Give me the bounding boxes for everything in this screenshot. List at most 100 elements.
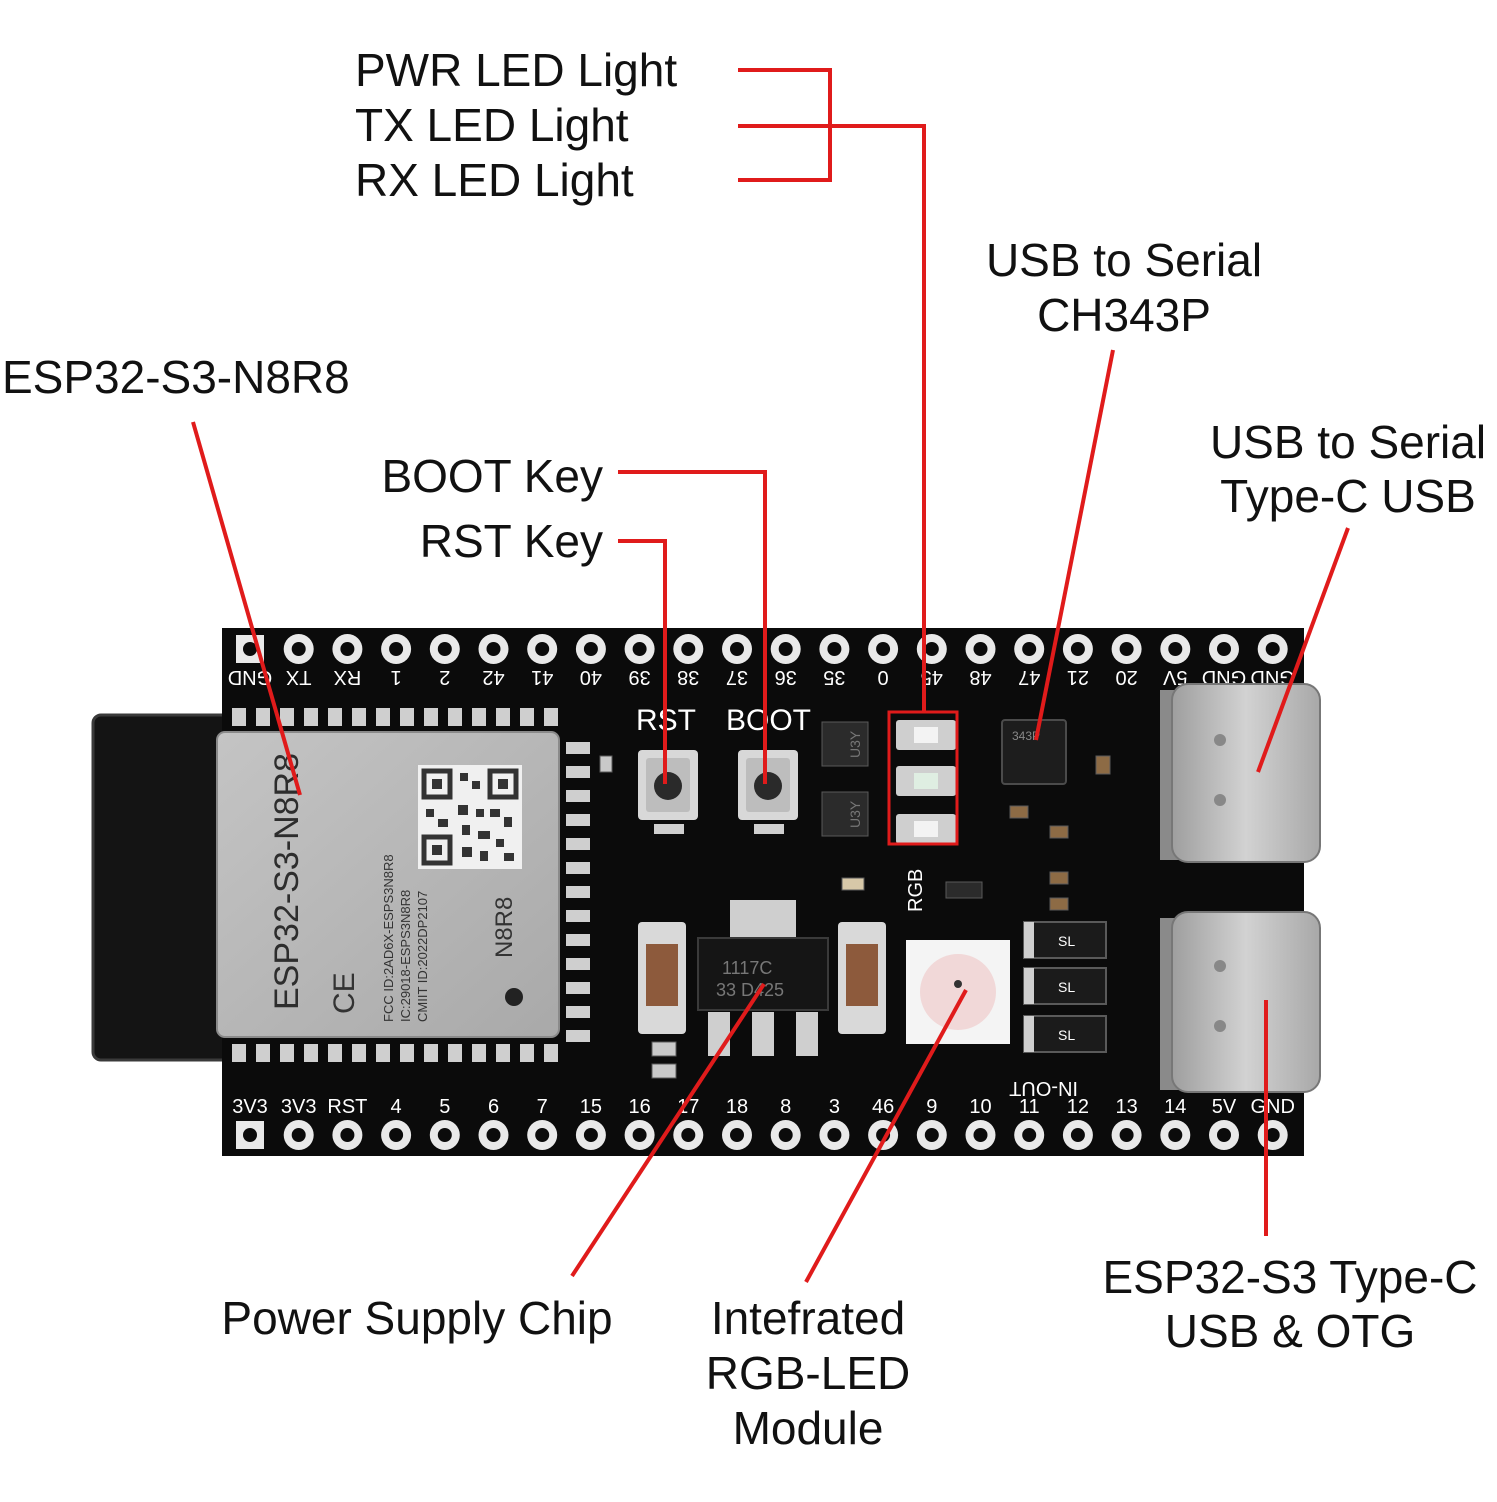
label-rgb-3: Module bbox=[733, 1402, 884, 1454]
header-hole bbox=[243, 1128, 257, 1142]
label-power-chip: Power Supply Chip bbox=[221, 1292, 612, 1344]
header-hole bbox=[730, 1128, 744, 1142]
module-pad bbox=[566, 1006, 590, 1018]
bottom-pin-label: 3 bbox=[829, 1096, 840, 1118]
header-hole bbox=[973, 1128, 988, 1142]
usb-c-serial-port[interactable] bbox=[1160, 683, 1321, 863]
bottom-pin-label: 16 bbox=[628, 1096, 650, 1118]
module-pad bbox=[448, 708, 462, 726]
header-hole bbox=[583, 1128, 598, 1142]
esp32-module: ESP32-S3-N8R8 FCC ID:2AD6X-ESPS3N8R8 IC:… bbox=[216, 731, 560, 1038]
boot-silk: BOOT bbox=[726, 704, 811, 737]
label-module: ESP32-S3-N8R8 bbox=[2, 351, 350, 403]
module-pad bbox=[448, 1044, 462, 1062]
module-pad bbox=[496, 1044, 510, 1062]
regulator-line-1: 1117C bbox=[722, 958, 772, 978]
svg-text:SL: SL bbox=[1058, 1027, 1075, 1043]
module-pad bbox=[520, 1044, 534, 1062]
header-hole bbox=[1168, 642, 1183, 656]
header-hole bbox=[730, 642, 744, 656]
header-hole bbox=[291, 642, 306, 656]
module-pad bbox=[400, 1044, 414, 1062]
top-pin-label: GND bbox=[1202, 666, 1246, 688]
leader-usb-serial-port bbox=[1256, 527, 1350, 773]
header-hole bbox=[389, 1128, 404, 1142]
label-usb-serial-chip-1: USB to Serial bbox=[986, 234, 1262, 286]
rst-button[interactable] bbox=[638, 750, 698, 834]
module-pad bbox=[566, 862, 590, 874]
header-hole bbox=[632, 1128, 647, 1142]
module-pad bbox=[566, 838, 590, 850]
module-pad bbox=[566, 958, 590, 970]
bottom-pin-label: 7 bbox=[537, 1096, 548, 1118]
header-hole bbox=[632, 642, 647, 656]
header-hole bbox=[535, 1128, 550, 1142]
top-pin-label: 5V bbox=[1162, 666, 1187, 688]
module-antenna bbox=[91, 713, 235, 1062]
module-pads bbox=[232, 708, 590, 1062]
rgb-led bbox=[906, 940, 1010, 1044]
header-hole bbox=[486, 1128, 501, 1142]
leader-usb-serial-chip bbox=[1034, 349, 1115, 741]
header-hole bbox=[437, 1128, 452, 1142]
leader-rgb bbox=[804, 989, 968, 1283]
module-pad bbox=[376, 708, 390, 726]
module-pad bbox=[472, 1044, 486, 1062]
module-pad bbox=[520, 708, 534, 726]
module-pad bbox=[424, 1044, 438, 1062]
svg-text:SL: SL bbox=[1058, 933, 1075, 949]
ce-mark: CE bbox=[328, 972, 361, 1014]
module-pad bbox=[544, 708, 558, 726]
top-pin-label: 1 bbox=[391, 666, 402, 688]
module-pad bbox=[566, 790, 590, 802]
top-pin-label: 36 bbox=[775, 666, 797, 688]
bottom-pin-label: RST bbox=[327, 1096, 367, 1118]
bottom-pin-label: 10 bbox=[969, 1096, 991, 1118]
bottom-pin-label: 6 bbox=[488, 1096, 499, 1118]
top-pin-label: 45 bbox=[921, 666, 943, 688]
top-pin-label: 35 bbox=[823, 666, 845, 688]
led-ref-1: U3Y bbox=[847, 730, 863, 758]
module-pad bbox=[376, 1044, 390, 1062]
bottom-pin-label: 17 bbox=[677, 1096, 699, 1118]
header-hole bbox=[389, 642, 404, 656]
header-hole bbox=[243, 642, 257, 656]
module-pad bbox=[566, 982, 590, 994]
label-rx-led: RX LED Light bbox=[355, 154, 634, 206]
top-pin-label: 48 bbox=[969, 666, 991, 688]
header-hole bbox=[973, 642, 988, 656]
top-pin-label: 39 bbox=[628, 666, 650, 688]
header-hole bbox=[681, 1128, 696, 1142]
boot-button[interactable] bbox=[738, 750, 798, 834]
top-pin-label: TX bbox=[286, 666, 312, 688]
label-otg-2: USB & OTG bbox=[1165, 1305, 1415, 1357]
leader-power-chip bbox=[570, 982, 766, 1278]
module-fcc-line-1: FCC ID:2AD6X-ESPS3N8R8 bbox=[381, 854, 396, 1022]
module-pad bbox=[352, 708, 366, 726]
top-pin-label: 20 bbox=[1115, 666, 1137, 688]
module-pad bbox=[472, 708, 486, 726]
leader-module bbox=[191, 421, 302, 796]
module-pad bbox=[328, 1044, 342, 1062]
bottom-pin-label: 9 bbox=[926, 1096, 937, 1118]
module-pad bbox=[496, 708, 510, 726]
header-hole bbox=[827, 1128, 842, 1142]
callout-labels: PWR LED Light TX LED Light RX LED Light … bbox=[2, 44, 1486, 1454]
module-pad bbox=[304, 1044, 318, 1062]
module-pad bbox=[232, 708, 246, 726]
svg-text:SL: SL bbox=[1058, 979, 1075, 995]
top-pin-label: 37 bbox=[726, 666, 748, 688]
module-pad bbox=[566, 766, 590, 778]
label-usb-serial-port-1: USB to Serial bbox=[1210, 416, 1486, 468]
header-hole bbox=[291, 1128, 306, 1142]
header-hole bbox=[1070, 1128, 1085, 1142]
usb-c-otg-port[interactable] bbox=[1160, 911, 1321, 1093]
header-hole bbox=[1265, 1128, 1280, 1142]
label-rgb-2: RGB-LED bbox=[706, 1347, 910, 1399]
leader-lines bbox=[191, 68, 1350, 1283]
status-leds bbox=[896, 720, 956, 844]
module-pad bbox=[304, 708, 318, 726]
header-hole bbox=[681, 642, 696, 656]
sl-diode: SL bbox=[1023, 967, 1107, 1005]
